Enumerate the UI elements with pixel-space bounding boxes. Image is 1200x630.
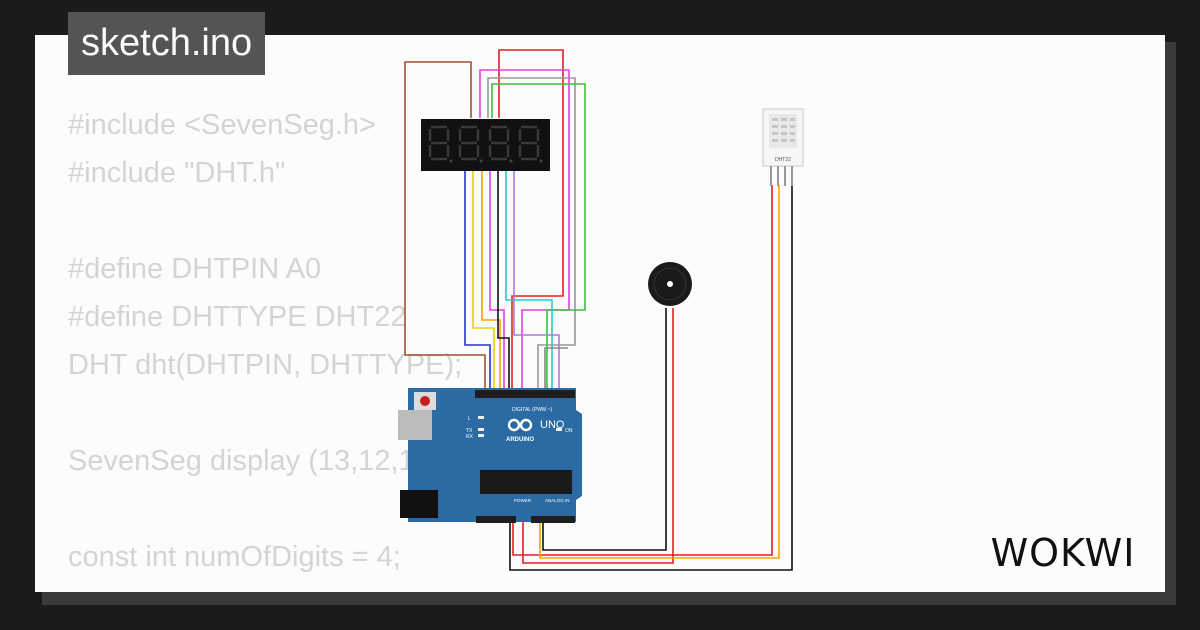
usb-port: [398, 410, 432, 440]
digital-header: [475, 390, 575, 398]
wire-green-top: [491, 83, 586, 392]
power-header: [476, 516, 516, 523]
wokwi-logo: WOKWI: [991, 531, 1136, 575]
analog-header: [531, 516, 575, 523]
analog-label: ANALOG IN: [545, 498, 570, 503]
tx-label: TX: [466, 428, 473, 434]
power-jack: [400, 490, 438, 518]
digital-label: DIGITAL (PWM ~): [512, 407, 552, 413]
board-name: ARDUINO: [506, 437, 534, 443]
wire-yellow: [472, 170, 495, 392]
wire-grey-b: [544, 347, 568, 392]
wire-dht-red: [512, 185, 773, 556]
wire-grey-top: [487, 77, 576, 392]
arduino-logo-icon: [507, 418, 533, 432]
dht22-sensor: DHT22: [762, 108, 804, 186]
wire-red-top: [498, 49, 564, 392]
wire-dht-black: [509, 185, 793, 571]
rx-label: RX: [466, 434, 474, 440]
wire-black-seg: [497, 170, 510, 392]
dht22-label: DHT22: [775, 157, 791, 163]
wire-magenta-top: [479, 69, 570, 392]
buzzer: [648, 262, 692, 306]
code-line: int digitPins[numOfDigits]={6,5,4,3};: [68, 581, 559, 592]
wire-dht-orange: [539, 185, 780, 559]
code-line: #define DHTTYPE DHT22: [68, 301, 407, 333]
code-line: #include <SevenSeg.h>: [68, 109, 376, 141]
wire-blue: [464, 170, 491, 392]
wire-orange-seg: [481, 170, 501, 392]
reset-button: [420, 396, 430, 406]
arduino-uno-board: UNO ARDUINO DIGITAL (PWM ~) POWER ANALOG…: [398, 388, 582, 523]
code-line: DHT dht(DHTPIN, DHTTYPE);: [68, 349, 463, 381]
sketch-title: sketch.ino: [68, 12, 266, 75]
code-line: const int numOfDigits = 4;: [68, 541, 401, 573]
wire-buzzer-red: [522, 308, 674, 564]
code-line: #include "DHT.h": [68, 157, 286, 189]
wire-brown: [404, 61, 486, 392]
l-label: L: [468, 416, 471, 422]
code-line: #define DHTPIN A0: [68, 253, 322, 285]
on-label: ON: [565, 428, 573, 434]
code-preview: #include <SevenSeg.h> #include "DHT.h" #…: [68, 101, 559, 592]
wire-magenta-bottom: [489, 170, 505, 392]
preview-card: #include <SevenSeg.h> #include "DHT.h" #…: [35, 35, 1165, 592]
wire-buzzer-black: [542, 308, 667, 551]
power-label: POWER: [514, 498, 532, 503]
wire-cyan: [505, 170, 553, 392]
microcontroller-chip: [480, 470, 572, 494]
wire-violet: [513, 170, 560, 392]
seven-segment-display: [421, 119, 550, 171]
display-segments: [428, 125, 540, 161]
